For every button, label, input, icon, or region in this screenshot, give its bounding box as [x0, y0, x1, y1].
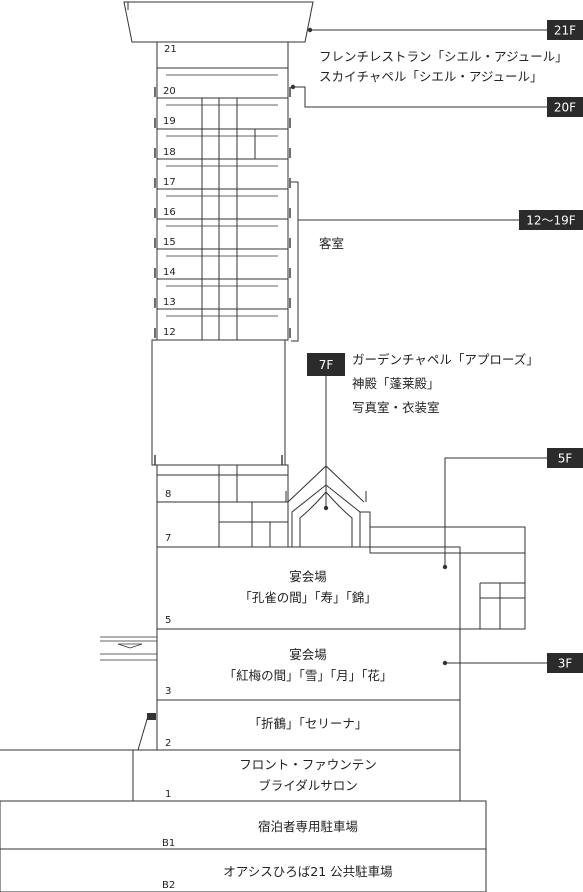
floor-label-3: 3 [165, 686, 171, 697]
floor-label-20: 20 [163, 86, 176, 97]
floor-label-16: 16 [163, 207, 176, 218]
desc-7f-shrine: 神殿「蓬莱殿」 [352, 376, 440, 391]
tag-21f-text: 21F [554, 24, 576, 38]
room-2f-names: 「折鶴」「セリーナ」 [249, 716, 368, 731]
floor-b1 [0, 800, 487, 850]
tag-12-19f-text: 12～19F [526, 214, 576, 228]
floor-label-b1: B1 [162, 838, 175, 849]
floor-label-2: 2 [165, 738, 171, 749]
desc-7f-photo: 写真室・衣装室 [352, 400, 440, 415]
tag-3f-text: 3F [558, 657, 573, 671]
tag-5f [547, 448, 583, 468]
garden-chapel [285, 465, 371, 548]
room-5f-title: 宴会場 [289, 569, 327, 584]
floor-label-19: 19 [163, 116, 176, 127]
tower-mid [151, 339, 286, 466]
floor-label-7: 7 [165, 533, 171, 544]
desc-21f-chapel: スカイチャペル「シエル・アジュール」 [319, 69, 543, 84]
room-3f-title: 宴会場 [289, 647, 327, 662]
tag-7f [307, 353, 345, 376]
entrance-canopy [100, 636, 157, 661]
room-1f-front: フロント・ファウンテン [239, 757, 377, 772]
desc-guest-rooms: 客室 [319, 236, 344, 251]
floor-3f [156, 628, 461, 701]
tag-7f-text: 7F [319, 358, 334, 372]
floor-label-17: 17 [163, 177, 176, 188]
room-3f-names: 「紅梅の間」「雪」「月」「花」 [224, 668, 393, 683]
floor-label-21: 21 [164, 44, 177, 55]
tag-20f-text: 20F [554, 101, 576, 115]
floor-b2 [0, 848, 487, 892]
tag-3f [547, 653, 583, 673]
floor-label-1: 1 [165, 789, 171, 800]
tag-5f-text: 5F [558, 452, 573, 466]
room-1f-salon: ブライダルサロン [258, 778, 358, 793]
tag-20f [547, 97, 583, 117]
floor-label-13: 13 [163, 297, 176, 308]
floor-label-12: 12 [163, 327, 176, 338]
floor-label-5: 5 [165, 615, 171, 626]
room-b1-parking: 宿泊者専用駐車場 [258, 819, 358, 834]
tower-upper [156, 41, 289, 341]
block-8f [156, 464, 289, 548]
floor-label-b2: B2 [162, 880, 175, 891]
floor-5f [156, 546, 461, 630]
desc-7f-chapel: ガーデンチャペル「アプローズ」 [352, 352, 539, 367]
tag-12-19f [519, 210, 583, 230]
floor-label-8: 8 [165, 489, 171, 500]
floor-label-18: 18 [163, 147, 176, 158]
floor-label-15: 15 [163, 237, 176, 248]
desc-21f-restaurant: フレンチレストラン「シエル・アジュール」 [319, 49, 568, 64]
room-b2-parking: オアシスひろば21 公共駐車場 [223, 864, 392, 879]
roof-crown [123, 1, 314, 43]
tag-21f [547, 20, 583, 40]
room-5f-names: 「孔雀の間」「寿」「錦」 [239, 590, 377, 605]
floor-label-14: 14 [163, 267, 176, 278]
